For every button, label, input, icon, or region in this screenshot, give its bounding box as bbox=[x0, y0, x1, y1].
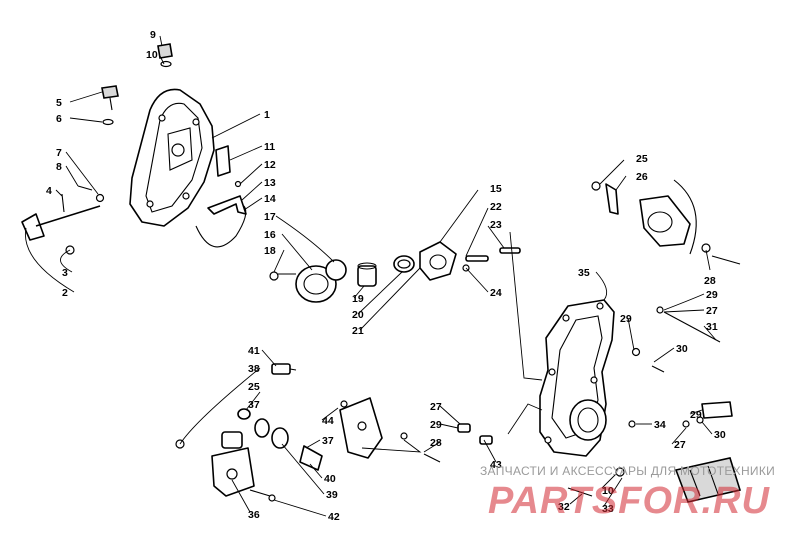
callout-30: 30 bbox=[676, 343, 688, 355]
callout-3: 3 bbox=[62, 267, 68, 279]
callout-31: 31 bbox=[706, 321, 718, 333]
callout-29: 29 bbox=[690, 409, 702, 421]
callout-29: 29 bbox=[430, 419, 442, 431]
callout-10: 10 bbox=[602, 485, 614, 497]
callout-23: 23 bbox=[490, 219, 502, 231]
tensioner-housing bbox=[269, 259, 347, 303]
callout-17: 17 bbox=[264, 211, 276, 223]
callout-10: 10 bbox=[146, 49, 158, 61]
callout-34: 34 bbox=[654, 419, 666, 431]
tensioner-cap bbox=[419, 241, 457, 281]
gasket-seal bbox=[195, 205, 247, 248]
linkage-lever bbox=[21, 185, 105, 255]
callout-9: 9 bbox=[150, 29, 156, 41]
roller bbox=[299, 445, 323, 471]
callout-12: 12 bbox=[264, 159, 276, 171]
cable-adjuster bbox=[400, 423, 493, 463]
cam-lever bbox=[339, 397, 383, 459]
callout-38: 38 bbox=[248, 363, 260, 375]
callout-43: 43 bbox=[490, 459, 502, 471]
output-shaft bbox=[674, 457, 742, 503]
callout-25: 25 bbox=[248, 381, 260, 393]
callout-labels: 9 10 5 6 1 11 12 13 14 7 8 4 3 2 15 22 2… bbox=[46, 29, 726, 523]
callout-24: 24 bbox=[490, 287, 502, 299]
callout-25: 25 bbox=[636, 153, 648, 165]
callout-36: 36 bbox=[248, 509, 260, 521]
callout-29: 29 bbox=[620, 313, 632, 325]
vent-plug bbox=[157, 43, 173, 68]
lever-assembly bbox=[175, 408, 289, 502]
callout-15: 15 bbox=[490, 183, 502, 195]
watermark-logo: PARTSFOR.RU bbox=[488, 480, 770, 522]
callout-28: 28 bbox=[430, 437, 442, 449]
callout-14: 14 bbox=[264, 193, 276, 205]
callout-33: 33 bbox=[602, 503, 614, 515]
callout-8: 8 bbox=[56, 161, 62, 173]
callout-16: 16 bbox=[264, 229, 276, 241]
callout-20: 20 bbox=[352, 309, 364, 321]
callout-27: 27 bbox=[674, 439, 686, 451]
callout-42: 42 bbox=[328, 511, 340, 523]
callout-39: 39 bbox=[326, 489, 338, 501]
housing-bolts bbox=[628, 306, 733, 428]
drain-bolt bbox=[567, 467, 625, 497]
callout-32: 32 bbox=[558, 501, 570, 513]
o-ring bbox=[393, 255, 415, 273]
callout-27: 27 bbox=[430, 401, 442, 413]
callout-27: 27 bbox=[706, 305, 718, 317]
callout-40: 40 bbox=[324, 473, 336, 485]
brake-bracket bbox=[591, 179, 741, 265]
callout-22: 22 bbox=[490, 201, 502, 213]
bushing bbox=[357, 262, 377, 287]
chain-case-housing bbox=[539, 299, 615, 457]
callout-13: 13 bbox=[264, 177, 276, 189]
callout-37: 37 bbox=[248, 399, 260, 411]
callout-6: 6 bbox=[56, 113, 62, 125]
callout-11: 11 bbox=[264, 141, 275, 153]
watermark-caption: ЗАПЧАСТИ И АКСЕССУАРЫ ДЛЯ МОТОТЕХНИКИ bbox=[480, 464, 776, 478]
callout-7: 7 bbox=[56, 147, 62, 159]
callout-5: 5 bbox=[56, 97, 62, 109]
dipstick-plug bbox=[101, 85, 119, 126]
callout-28: 28 bbox=[704, 275, 716, 287]
callout-35: 35 bbox=[578, 267, 590, 279]
clip-bracket bbox=[207, 195, 247, 215]
callout-19: 19 bbox=[352, 293, 364, 305]
callout-26: 26 bbox=[636, 171, 648, 183]
callout-37: 37 bbox=[322, 435, 334, 447]
callout-41: 41 bbox=[248, 345, 260, 357]
callout-30: 30 bbox=[714, 429, 726, 441]
callout-44: 44 bbox=[322, 415, 334, 427]
spring-pin bbox=[462, 247, 521, 272]
chain-case-cover bbox=[129, 88, 215, 227]
callout-21: 21 bbox=[352, 325, 364, 337]
cover-plate bbox=[215, 145, 242, 188]
callout-2: 2 bbox=[62, 287, 68, 299]
leader-lines bbox=[24, 35, 717, 517]
callout-18: 18 bbox=[264, 245, 276, 257]
callout-4: 4 bbox=[46, 185, 52, 197]
callout-29: 29 bbox=[706, 289, 718, 301]
pivot-bolt bbox=[271, 363, 297, 375]
callout-1: 1 bbox=[264, 109, 270, 121]
